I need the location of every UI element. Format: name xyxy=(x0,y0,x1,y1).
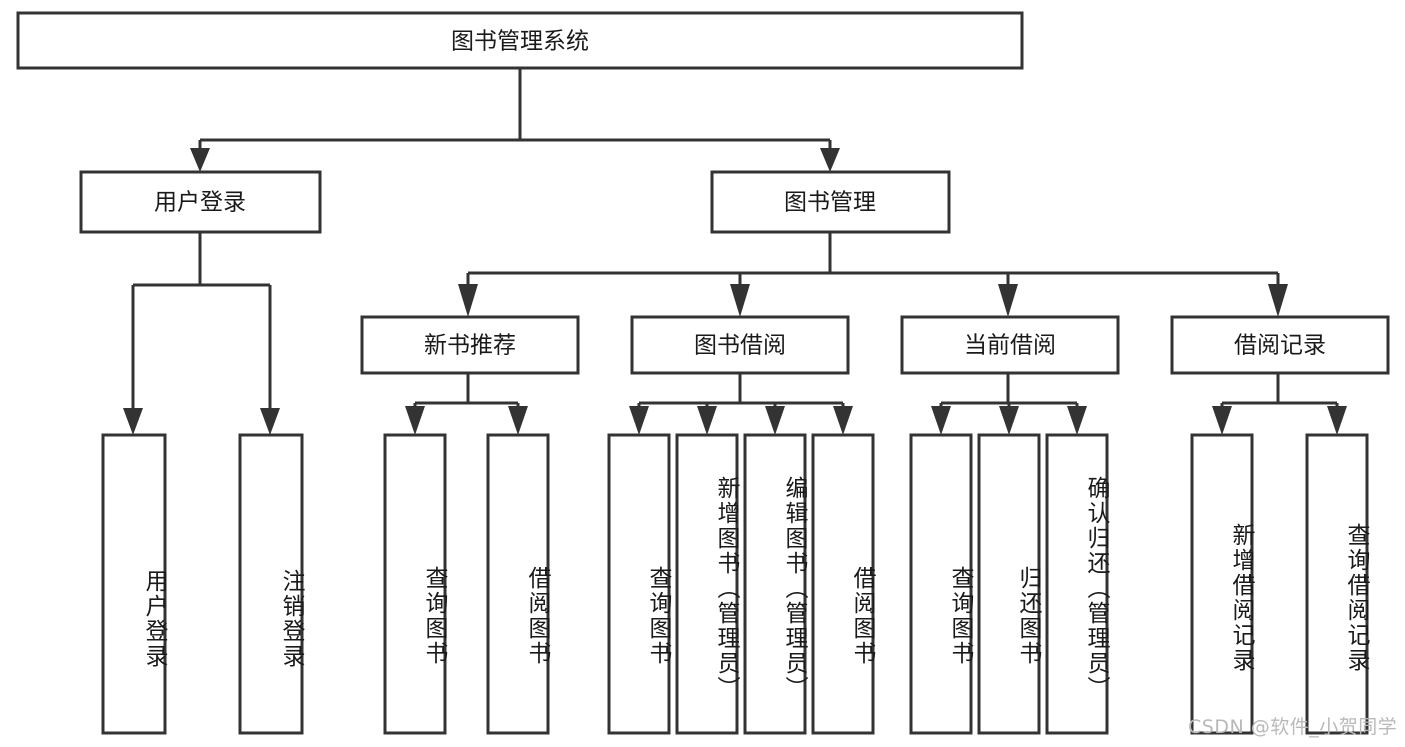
leaf-box-borrow-record-1[interactable] xyxy=(1190,433,1254,735)
leaf-box-user-login-2[interactable] xyxy=(238,433,304,735)
leaf-box-book-borrow-1[interactable] xyxy=(607,433,671,735)
arrow-head-currentborrow-3 xyxy=(1067,406,1087,435)
arrow-head-currentborrow-1 xyxy=(931,406,951,435)
leaf-box-new-book-1[interactable] xyxy=(383,433,447,735)
arrow-head-bookborrow-3 xyxy=(765,406,785,435)
node-label-borrow-record: 借阅记录 xyxy=(1234,333,1326,359)
node-box-current-borrow[interactable] xyxy=(900,315,1120,375)
node-label-user-login: 用户登录 xyxy=(154,190,246,216)
connector-group-root xyxy=(190,68,840,172)
node-label-book-manage: 图书管理 xyxy=(784,190,876,216)
arrow-head-newbook-2 xyxy=(508,406,528,435)
node-label-root: 图书管理系统 xyxy=(451,29,589,55)
node-label-current-borrow: 当前借阅 xyxy=(964,333,1056,359)
connector-group-book-manage xyxy=(458,232,1288,317)
connector-group-current-borrow xyxy=(931,373,1087,435)
arrow-head-borrowrecord-1 xyxy=(1212,406,1232,435)
arrow-head-bookborrow-1 xyxy=(629,406,649,435)
node-box-book-manage[interactable] xyxy=(710,170,951,234)
arrow-head-currentborrow-2 xyxy=(999,406,1019,435)
leaf-box-current-borrow-1[interactable] xyxy=(909,433,973,735)
leaf-box-current-borrow-2[interactable] xyxy=(977,433,1041,735)
arrow-head-bookmanage-4 xyxy=(1268,284,1288,317)
arrow-head-bookmanage-3 xyxy=(998,284,1018,317)
node-label-book-borrow: 图书借阅 xyxy=(694,333,786,359)
arrow-head-bookmanage-1 xyxy=(458,284,478,317)
leaf-box-user-login-1[interactable] xyxy=(101,433,167,735)
arrow-head-userlogin-2 xyxy=(260,408,280,435)
leaf-box-book-borrow-4[interactable] xyxy=(811,433,875,735)
connector-group-user-login xyxy=(123,232,280,435)
connector-group-borrow-record xyxy=(1212,373,1347,435)
arrow-head-bookmanage-2 xyxy=(730,284,750,317)
node-box-user-login[interactable] xyxy=(79,170,322,234)
leaf-box-book-borrow-2[interactable] xyxy=(675,433,739,735)
arrow-head-newbook-1 xyxy=(405,406,425,435)
csdn-watermark: CSDN @软件_小贺同学 xyxy=(1188,716,1398,738)
connector-group-new-book xyxy=(405,373,528,435)
arrow-head-borrowrecord-2 xyxy=(1327,406,1347,435)
arrow-head-root-2 xyxy=(820,148,840,172)
arrow-head-bookborrow-4 xyxy=(833,406,853,435)
arrow-head-bookborrow-2 xyxy=(697,406,717,435)
node-label-new-book-recommend: 新书推荐 xyxy=(424,333,516,359)
node-box-root[interactable] xyxy=(16,11,1024,70)
leaf-box-book-borrow-3[interactable] xyxy=(743,433,807,735)
arrow-head-root-1 xyxy=(190,148,210,172)
arrow-head-userlogin-1 xyxy=(123,408,143,435)
leaf-box-new-book-2[interactable] xyxy=(486,433,550,735)
leaf-box-current-borrow-3[interactable] xyxy=(1045,433,1109,735)
connector-group-book-borrow xyxy=(629,373,853,435)
node-box-borrow-record[interactable] xyxy=(1170,315,1390,375)
leaf-box-borrow-record-2[interactable] xyxy=(1305,433,1369,735)
node-box-book-borrow[interactable] xyxy=(630,315,850,375)
node-box-new-book-recommend[interactable] xyxy=(360,315,580,375)
